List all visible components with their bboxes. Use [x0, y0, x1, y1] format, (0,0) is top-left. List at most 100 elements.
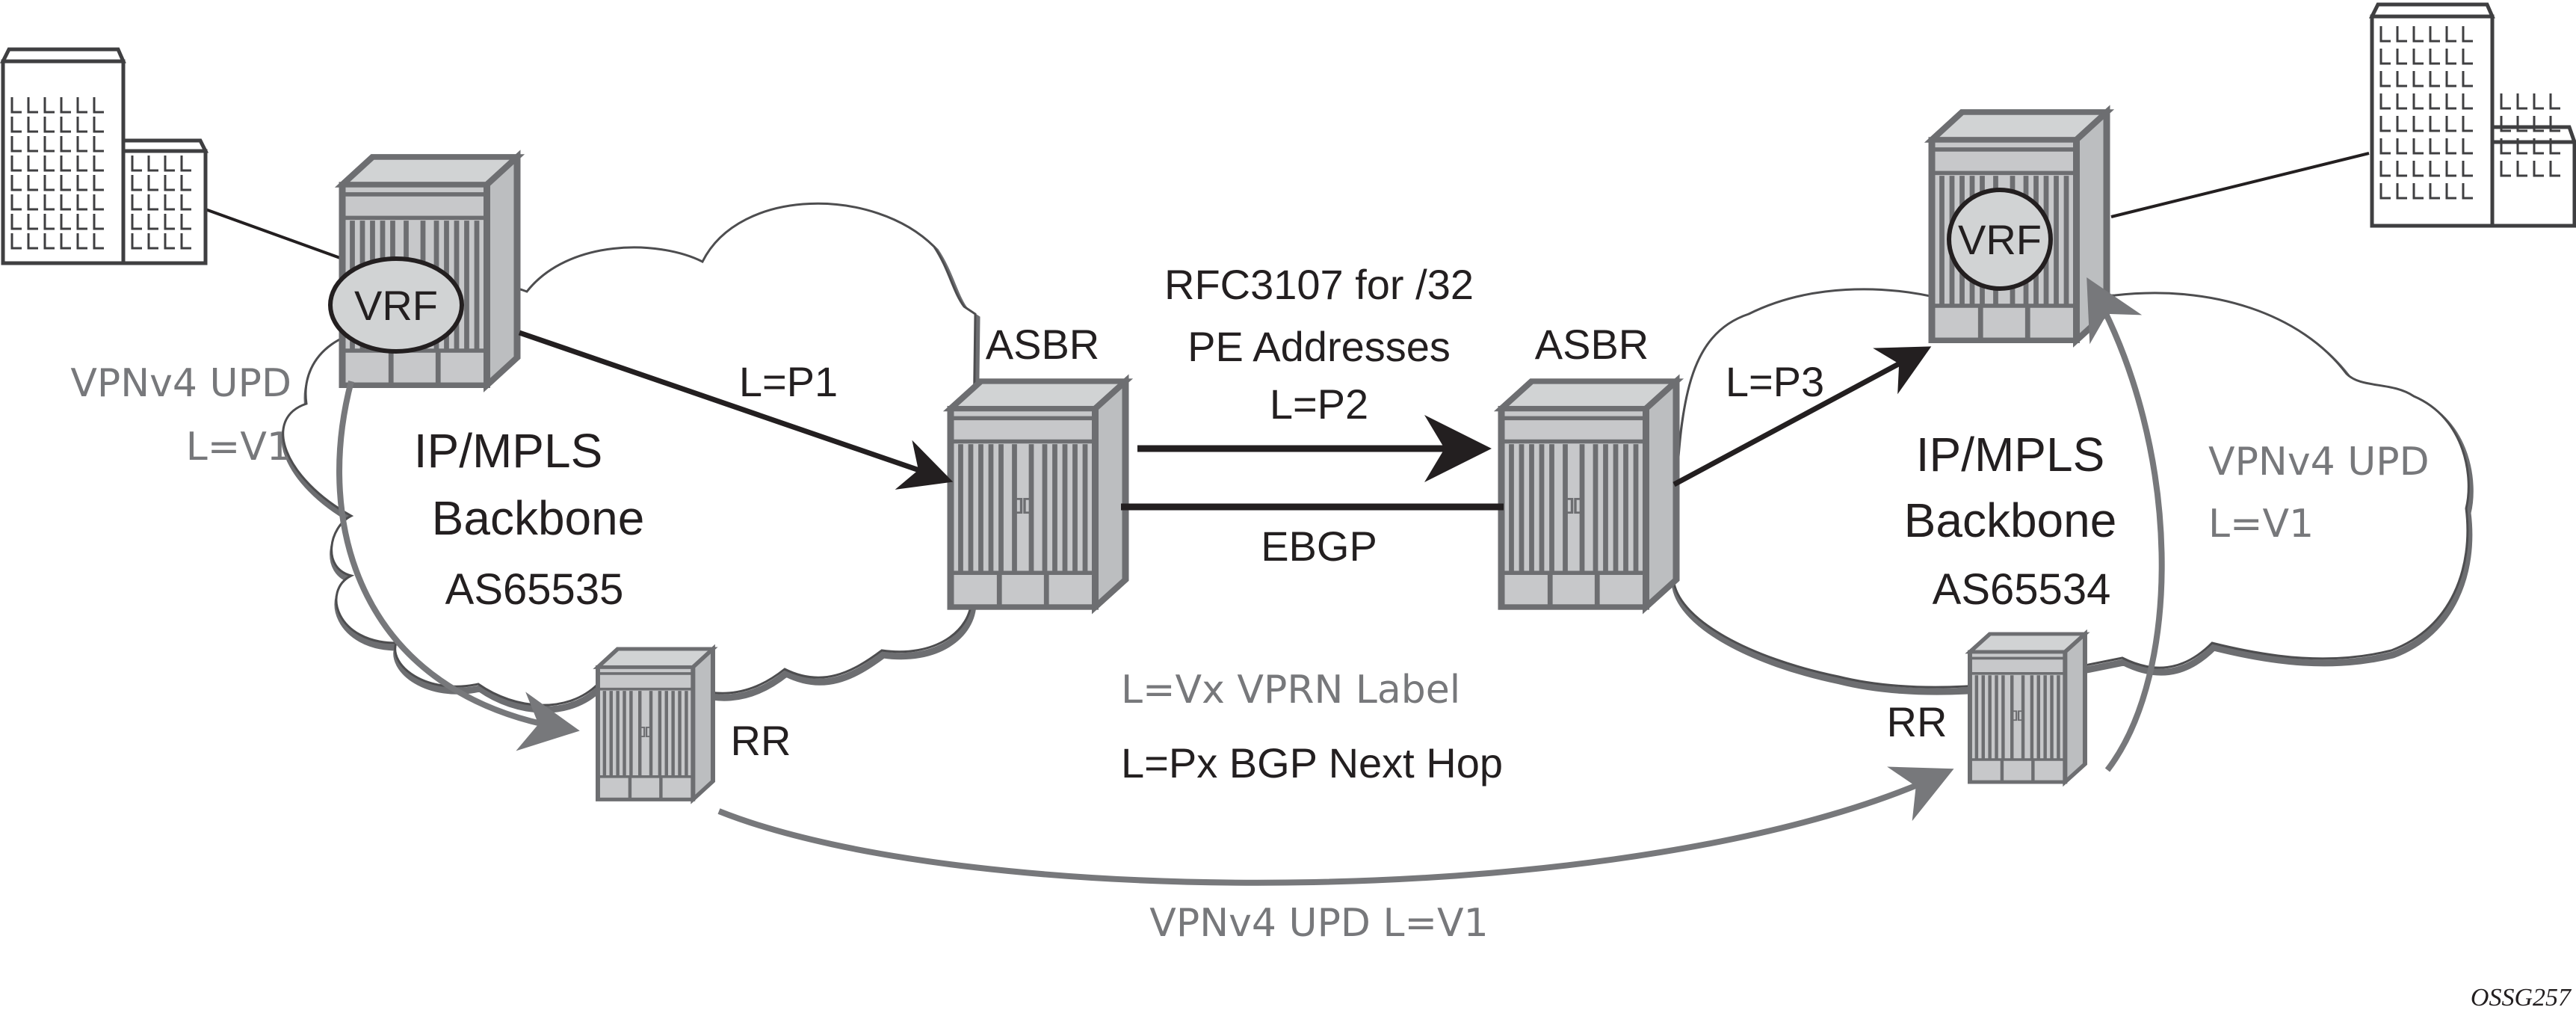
window-mark — [2500, 116, 2511, 132]
window-mark — [2429, 161, 2440, 177]
window-mark — [27, 156, 38, 172]
window-mark — [2412, 49, 2424, 65]
vrf-left[interactable]: VRF — [328, 256, 464, 354]
vrf-right[interactable]: VRF — [1947, 188, 2053, 291]
window-mark — [60, 156, 71, 172]
window-mark — [2462, 93, 2473, 110]
asbr-right-label: ASBR — [1535, 321, 1649, 368]
window-mark — [2445, 138, 2456, 155]
window-mark — [2429, 26, 2440, 43]
window-mark — [60, 136, 71, 153]
window-mark — [147, 214, 158, 230]
window-mark — [2462, 49, 2473, 65]
window-mark — [60, 194, 71, 211]
window-mark — [2462, 183, 2473, 200]
window-mark — [10, 117, 22, 133]
window-mark — [2445, 71, 2456, 87]
window-mark — [10, 136, 22, 153]
window-mark — [2549, 161, 2560, 177]
window-mark — [180, 156, 191, 172]
window-mark — [2462, 116, 2473, 132]
window-mark — [2379, 116, 2391, 132]
window-mark — [164, 194, 175, 211]
window-mark — [2533, 93, 2544, 110]
window-mark — [2533, 138, 2544, 155]
legend-next-hop-label: L=Px BGP Next Hop — [1121, 739, 1503, 786]
window-mark — [60, 175, 71, 191]
window-mark — [164, 233, 175, 250]
window-mark — [43, 233, 55, 250]
window-mark — [76, 156, 87, 172]
vrf-right-label: VRF — [1958, 216, 2042, 263]
window-mark — [10, 97, 22, 114]
window-mark — [2549, 116, 2560, 132]
window-mark — [93, 156, 104, 172]
window-mark — [60, 233, 71, 250]
window-mark — [2549, 93, 2560, 110]
window-mark — [93, 175, 104, 191]
window-mark — [43, 97, 55, 114]
window-mark — [2412, 161, 2424, 177]
asbr-router-right[interactable] — [1501, 381, 1676, 607]
window-mark — [93, 97, 104, 114]
window-mark — [2379, 161, 2391, 177]
asbr-router-left[interactable] — [951, 381, 1125, 607]
window-mark — [180, 194, 191, 211]
window-mark — [2445, 116, 2456, 132]
rr-router-right[interactable] — [1970, 634, 2085, 782]
window-mark — [164, 214, 175, 230]
window-mark — [2379, 49, 2391, 65]
window-mark — [180, 214, 191, 230]
window-mark — [2429, 183, 2440, 200]
window-mark — [2462, 26, 2473, 43]
rr-update-label: VPNv4 UPD L=V1 — [1149, 901, 1488, 946]
window-mark — [76, 233, 87, 250]
window-mark — [2462, 71, 2473, 87]
window-mark — [2396, 116, 2407, 132]
window-mark — [93, 214, 104, 230]
rr-router-left[interactable] — [598, 649, 713, 799]
site-link-right — [2110, 152, 2370, 218]
window-mark — [60, 117, 71, 133]
rfc3107-label-line2: PE Addresses — [1187, 323, 1451, 370]
window-mark — [10, 194, 22, 211]
window-mark — [93, 194, 104, 211]
window-mark — [2379, 26, 2391, 43]
building-icon — [0, 47, 209, 265]
window-mark — [2445, 161, 2456, 177]
window-mark — [43, 214, 55, 230]
cloud-as65534 — [1672, 288, 2474, 695]
window-mark — [2445, 49, 2456, 65]
right-update-label-line2: L=V1 — [2208, 502, 2314, 547]
right-update-label-line1: VPNv4 UPD — [2208, 440, 2430, 484]
window-mark — [147, 156, 158, 172]
window-mark — [76, 97, 87, 114]
window-mark — [93, 233, 104, 250]
window-mark — [2396, 93, 2407, 110]
window-mark — [2379, 138, 2391, 155]
window-mark — [76, 117, 87, 133]
window-mark — [2396, 183, 2407, 200]
window-mark — [2412, 26, 2424, 43]
vpnv4-update-rr-to-rr — [717, 766, 1954, 886]
window-mark — [2379, 183, 2391, 200]
window-mark — [2462, 138, 2473, 155]
window-mark — [43, 156, 55, 172]
window-mark — [2445, 183, 2456, 200]
window-mark — [2533, 161, 2544, 177]
window-mark — [27, 117, 38, 133]
window-mark — [2429, 116, 2440, 132]
vrf-left-label: VRF — [354, 282, 438, 329]
window-mark — [2500, 93, 2511, 110]
right-as-number: AS65534 — [1933, 565, 2111, 614]
site-link-left — [205, 208, 341, 259]
figure-id: OSSG257 — [2471, 984, 2572, 1012]
window-mark — [2516, 161, 2527, 177]
window-mark — [93, 117, 104, 133]
rr-right-label: RR — [1887, 698, 1948, 745]
window-mark — [10, 156, 22, 172]
window-mark — [2462, 161, 2473, 177]
window-mark — [60, 97, 71, 114]
window-mark — [147, 233, 158, 250]
